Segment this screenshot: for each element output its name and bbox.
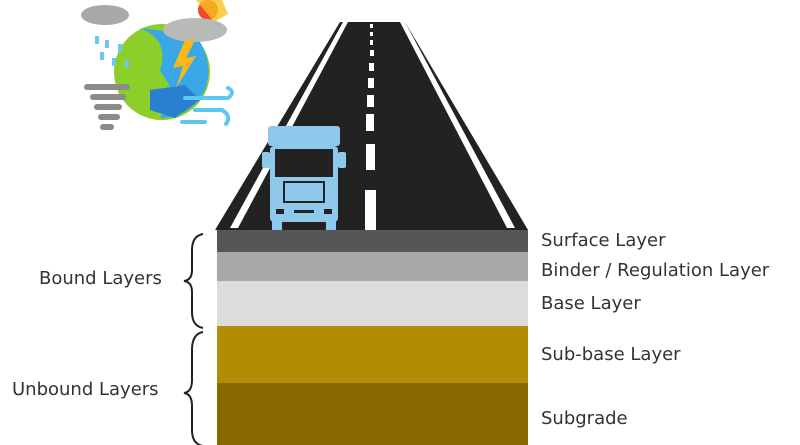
surface-layer — [217, 230, 528, 252]
road — [215, 22, 528, 230]
truck-icon — [262, 126, 346, 230]
surface-layer-label: Surface Layer — [541, 230, 666, 251]
bound-brace — [183, 233, 204, 329]
unbound-layers-label: Unbound Layers — [12, 379, 159, 400]
bound-layers-label: Bound Layers — [39, 268, 162, 289]
unbound-brace — [183, 331, 204, 445]
binder-layer — [217, 252, 528, 281]
center-dashes — [365, 24, 376, 230]
binder-layer-label: Binder / Regulation Layer — [541, 260, 770, 281]
base-layer — [217, 281, 528, 326]
weather-climate-icon — [81, 0, 234, 130]
sub-base-layer-label: Sub-base Layer — [541, 344, 681, 365]
sub-base-layer — [217, 326, 528, 383]
subgrade-label: Subgrade — [541, 408, 628, 429]
subgrade-layer — [217, 383, 528, 445]
base-layer-label: Base Layer — [541, 293, 641, 314]
